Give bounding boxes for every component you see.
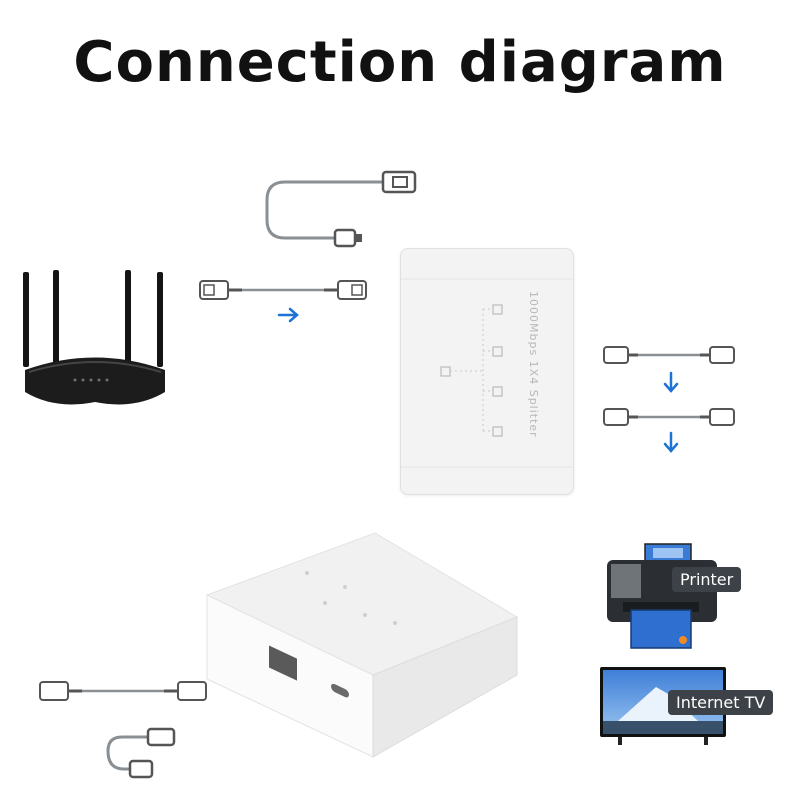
tv-label: Internet TV xyxy=(668,690,774,715)
down-arrow-icon xyxy=(663,371,679,393)
ethernet-cable-icon xyxy=(603,346,735,364)
splitter-side-text: 1000Mbps 1X4 Splitter xyxy=(527,291,540,438)
router-icon xyxy=(23,270,165,405)
ethernet-cable-icon xyxy=(603,408,735,426)
printer-icon xyxy=(607,543,717,649)
down-arrow-icon xyxy=(663,431,679,453)
usb-cable-icon xyxy=(265,170,417,248)
ethernet-cable-icon xyxy=(199,280,367,300)
printer-label: Printer xyxy=(672,567,742,592)
splitter-3d-view xyxy=(205,532,519,758)
right-arrow-icon xyxy=(277,307,299,323)
ethernet-cable-icon xyxy=(39,681,207,701)
page-title: Connection diagram xyxy=(73,30,727,95)
splitter-top-view: 1000Mbps 1X4 Splitter xyxy=(400,248,574,495)
usb-cable-icon xyxy=(106,727,176,779)
